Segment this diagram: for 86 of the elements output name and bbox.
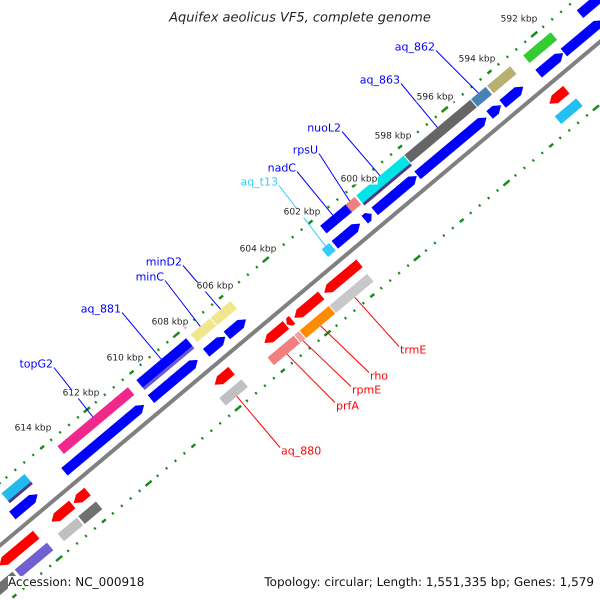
gene-block (414, 117, 486, 180)
gene-label: aq_862 (394, 42, 435, 52)
gene-label: rho (370, 370, 388, 382)
gene-bar (330, 274, 374, 314)
gene-bar (322, 242, 336, 257)
gene-label: topG2 (19, 358, 53, 370)
gene-bar (58, 518, 84, 542)
gene-label: rpmE (352, 384, 382, 396)
genome-info-text: Topology: circular; Length: 1,551,335 bp; Genes: 1,579 (264, 576, 594, 588)
gene-bar (14, 542, 54, 578)
gene-block (362, 213, 372, 224)
leader-line (320, 325, 370, 373)
gene-block (61, 404, 144, 476)
gene-bar (210, 301, 237, 326)
gene-bar (344, 196, 362, 213)
gene-label: aq_880 (281, 446, 322, 456)
gene-bar (219, 379, 248, 406)
gene-bar (190, 318, 216, 342)
gene-label: aq_881 (80, 304, 121, 314)
gene-block (324, 259, 363, 293)
accession-text: Accession: NC_000918 (8, 576, 144, 588)
gene-bar (2, 474, 31, 501)
leader-line (354, 296, 400, 347)
gene-block (9, 494, 38, 520)
gene-bar (268, 336, 300, 366)
gene-label: trmE (400, 344, 426, 356)
leader-line (436, 50, 479, 94)
gene-label: aq_t13 (240, 176, 278, 188)
scale-label: 604 kbp (240, 246, 276, 254)
gene-bar (487, 66, 517, 94)
gene-bar (523, 32, 558, 64)
scale-label: 602 kbp (284, 208, 320, 218)
scale-label: 612 kbp (62, 390, 100, 398)
leader-line (296, 171, 334, 216)
scale-label: 608 kbp (152, 318, 188, 328)
gene-block (214, 366, 235, 385)
gene-label: rpsU (292, 144, 318, 156)
leader-line (302, 340, 352, 387)
scale-label: 596 kbp (416, 94, 454, 102)
gene-bar (78, 502, 102, 524)
gene-bar (320, 204, 352, 234)
gene-label: prfA (336, 400, 359, 412)
gene-label: nuoL2 (307, 122, 341, 134)
scale-label: 606 kbp (196, 282, 234, 292)
gene-block (332, 224, 360, 249)
scale-label: 594 kbp (458, 56, 496, 64)
scale-label: 600 kbp (340, 176, 378, 184)
scale-label: 598 kbp (374, 132, 412, 142)
gene-bar (362, 163, 412, 206)
scale-label: 610 kbp (106, 354, 144, 364)
leader-line (236, 396, 280, 448)
gene-block (52, 500, 76, 522)
gene-label: aq_863 (360, 74, 400, 86)
gene-bar (294, 331, 306, 343)
leader-line (278, 185, 326, 247)
gene-bar (142, 346, 194, 390)
gene-block (224, 319, 246, 340)
gene-block (264, 321, 290, 343)
gene-bar (471, 86, 492, 107)
gene-bar (57, 387, 134, 454)
gene-block (0, 530, 40, 566)
leader-line (342, 131, 380, 176)
gene-label: nadC (268, 162, 296, 174)
leader-line (400, 83, 438, 128)
gene-block (486, 105, 502, 119)
gene-bar (356, 156, 410, 204)
scale-label: 614 kbp (14, 424, 52, 434)
gene-bar (554, 98, 583, 124)
leader-line (122, 312, 162, 360)
leader-line (164, 280, 201, 327)
gene-block (148, 360, 198, 403)
gene-block (286, 316, 296, 326)
title: Aquifex aeolicus VF5, complete genome (169, 12, 431, 24)
gene-block (202, 336, 226, 357)
gene-label: minC (136, 272, 164, 282)
gene-block (535, 53, 564, 78)
gene-label: minD2 (146, 256, 182, 268)
gene-bar (300, 306, 336, 338)
gene-block (74, 488, 91, 504)
gene-block (294, 292, 324, 318)
scale-label: 592 kbp (500, 16, 538, 24)
leader-line (286, 354, 336, 403)
gene-block (549, 86, 570, 104)
leader-line (318, 153, 350, 202)
gene-block (499, 86, 524, 108)
gene-bar (8, 482, 33, 504)
